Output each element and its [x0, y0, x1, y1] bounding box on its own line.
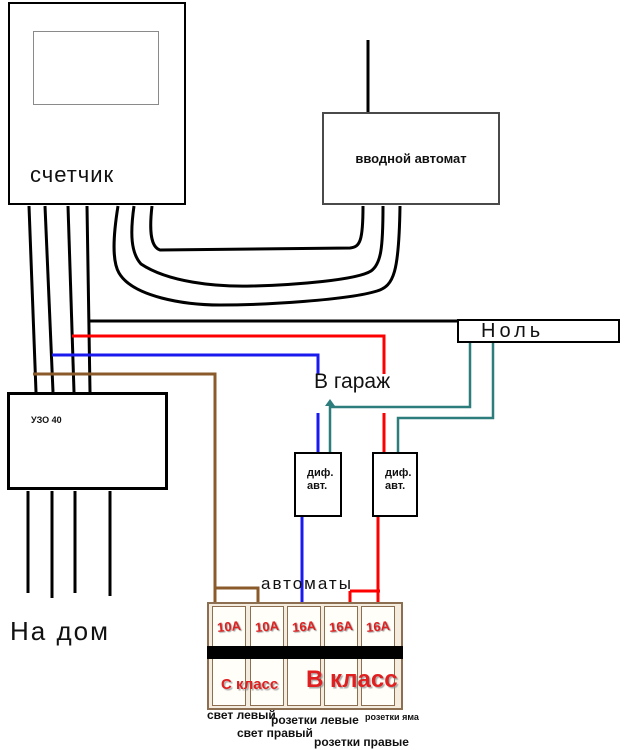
breaker-class-c-label: С класс	[221, 676, 279, 693]
breaker-class-b-label: В класс	[306, 666, 398, 693]
panel-din-rail-band	[207, 646, 403, 659]
neutral-bus-label: Ноль	[481, 319, 545, 342]
meter-display-window	[33, 31, 159, 105]
diff-breaker-left-label-line1: диф.	[307, 467, 334, 479]
circuit-label-light-left: свет левый	[207, 708, 276, 722]
meter-box: счетчик	[8, 2, 186, 205]
wire-neutral-teal-1	[328, 342, 472, 452]
wire-meter-loop-middle	[130, 205, 385, 288]
circuit-label-sockets-right: розетки правые	[314, 735, 409, 749]
wire-neutral-teal-1-arrowhead	[325, 399, 335, 406]
breaker-panel-title: автоматы	[261, 574, 353, 593]
breaker-4-rating: 16А	[328, 617, 354, 636]
breaker-3-rating: 16А	[291, 617, 317, 636]
circuit-label-light-right: свет правый	[237, 726, 313, 740]
breaker-5-rating: 16А	[365, 617, 391, 636]
rcd-box: УЗО 40	[7, 392, 168, 490]
circuit-label-sockets-left: розетки левые	[271, 713, 359, 727]
breaker-1-rating: 10А	[216, 617, 242, 636]
wire-meter-to-rcd-2	[43, 205, 55, 393]
breaker-2-rating: 10А	[254, 617, 280, 636]
wire-house-brown	[33, 372, 260, 602]
diff-breaker-left-label-line2: авт.	[307, 480, 328, 492]
diff-breaker-right-label-line2: авт.	[385, 480, 406, 492]
garage-feed-label: В гараж	[314, 370, 391, 393]
diff-breaker-right-box: диф. авт.	[372, 452, 418, 517]
wire-garage-red	[72, 334, 386, 452]
main-breaker-box: вводной автомат	[322, 112, 500, 205]
breaker-panel: 10А 10А 16А 16А 16А С класс В класс	[207, 602, 403, 710]
house-feed-label: На дом	[10, 616, 110, 646]
meter-label: счетчик	[30, 162, 115, 187]
rcd-label: УЗО 40	[31, 415, 62, 425]
neutral-bus-box: Ноль	[457, 319, 620, 343]
diff-breaker-left-box: диф. авт.	[294, 452, 342, 517]
wire-garage-blue	[52, 353, 320, 602]
wire-meter-loop-inner	[149, 205, 365, 252]
wire-meter-to-rcd-1	[27, 205, 38, 393]
diff-breaker-right-label-line1: диф.	[385, 467, 412, 479]
wire-meter-to-rcd-4	[85, 205, 92, 393]
wire-neutral-teal-2	[396, 342, 495, 452]
wire-meter-to-rcd-3	[66, 205, 76, 393]
circuit-label-sockets-pit: розетки яма	[365, 712, 419, 722]
main-breaker-label: вводной автомат	[355, 151, 467, 166]
wire-breaker-bracket-red	[348, 517, 380, 602]
wire-meter-loop-outer	[112, 205, 402, 307]
